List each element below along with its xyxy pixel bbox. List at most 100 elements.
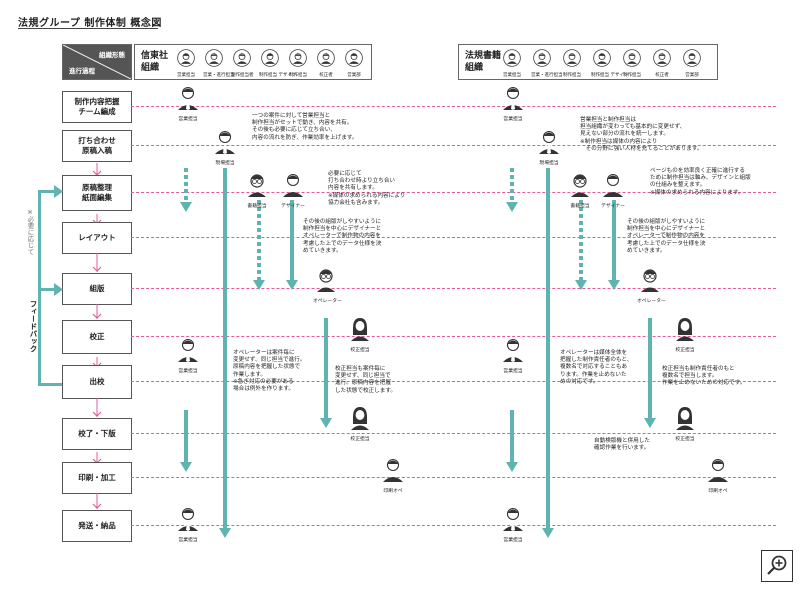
person-label: 営業担当 <box>503 538 523 543</box>
person-icon <box>347 315 373 345</box>
step-box-7: 出校 <box>62 365 132 399</box>
role-label: 校正者 <box>655 73 669 78</box>
person-operator-org2: オペレーター <box>637 266 666 304</box>
person-field-org1: 現場担当 <box>212 128 238 166</box>
person-icon <box>672 315 698 345</box>
person-icon <box>343 49 365 71</box>
step-arrow-1 <box>92 122 104 137</box>
feedback-arrow-top <box>38 190 56 193</box>
note-org1-operator: オペレーターは案件毎に 変更せず、同じ担当で進行。 原稿内容を把握した状態で 作… <box>233 350 306 393</box>
person-icon <box>561 49 583 71</box>
person-icon <box>500 336 526 366</box>
org1-label-line1: 信東社 <box>141 51 169 61</box>
feedback-bracket-bottom <box>38 383 62 386</box>
person-icon <box>212 128 238 158</box>
person-label: 印刷オペ <box>383 489 403 494</box>
step-arrow-7 <box>92 398 104 417</box>
feedback-label: フィードバック <box>29 300 38 353</box>
role-label: 営業・進行担当 <box>531 73 563 78</box>
step-arrow-5 <box>92 304 104 319</box>
note-org2-team: 営業担当と制作担当は 担当組織が変わっても基本的に変更せず、 見えない部分の流れ… <box>580 117 703 152</box>
person-icon <box>591 49 613 71</box>
note-org1-layout: その後の組版がしやすいように 制作担当を中心にデザイナーと オペレーターで制作物… <box>303 219 382 254</box>
step-label-line2: 原稿入稿 <box>82 146 112 155</box>
note-org2-editing: ページものを効率良く正確に進行する ために制作担当は軸み、デザインと組版 の仕組… <box>650 168 751 196</box>
row-guide-6 <box>131 336 776 337</box>
person-icon <box>259 49 281 71</box>
page-title: 法規グループ 制作体制 概念図 <box>18 18 162 29</box>
person-print-org1: 印刷オペ <box>380 456 406 494</box>
person-label: 校正担当 <box>350 437 370 442</box>
person-label: 校正担当 <box>675 348 695 353</box>
person-icon <box>672 404 698 434</box>
org2-role-3: 制作担当 <box>561 49 583 78</box>
person-designer-org2: デザイナー <box>600 171 626 209</box>
org1-role-7: 営業部 <box>343 49 365 78</box>
person-icon <box>500 505 526 535</box>
row-guide-8 <box>131 433 776 434</box>
step-label-line1: 打ち合わせ <box>78 136 116 145</box>
person-print-org2: 印刷オペ <box>705 456 731 494</box>
step-label-line2: チーム編成 <box>78 107 116 116</box>
step-box-8: 校了・下版 <box>62 418 132 450</box>
person-icon <box>531 49 553 71</box>
org1-header: 信東社 組織 営業担当 営業・進行担当 制作担当者 制作担当 デザイン 制作担当… <box>134 44 372 80</box>
role-label: 制作担当者 <box>231 73 254 78</box>
org2-role-7: 営業部 <box>681 49 703 78</box>
person-label: 営業担当 <box>178 369 198 374</box>
person-icon <box>567 171 593 201</box>
person-label: 印刷オペ <box>708 489 728 494</box>
person-icon <box>621 49 643 71</box>
row-guide-3 <box>131 192 776 193</box>
note-org2-operator: オペレーターは媒体全体を 把握した制作責任者のもと、 複数名で対応することもあ … <box>560 350 633 385</box>
person-proof-org2-b: 校正担当 <box>672 404 698 442</box>
corner-top-label: 組織形態 <box>99 51 125 59</box>
org1-label: 信東社 組織 <box>141 50 168 74</box>
role-label: 営業部 <box>347 73 361 78</box>
person-label: 営業担当 <box>178 117 198 122</box>
feedback-arrowhead-mid <box>54 283 63 296</box>
person-icon <box>600 171 626 201</box>
row-guide-1 <box>131 106 776 107</box>
step-box-9: 印刷・加工 <box>62 462 132 494</box>
row-guide-10 <box>131 525 776 526</box>
step-label-line1: 発送・納品 <box>78 521 116 530</box>
org2-role-5: 制作担当 <box>621 49 643 78</box>
person-label: 現場担当 <box>215 161 235 166</box>
person-sales-org2-c: 営業担当 <box>500 505 526 543</box>
org2-role-2: 営業・進行担当 <box>531 49 563 78</box>
step-box-5: 組版 <box>62 273 132 305</box>
org1-role-4: 制作担当 デザイン <box>259 49 296 78</box>
step-arrow-3 <box>92 210 104 225</box>
flow-field-org2 <box>546 168 550 528</box>
role-label: 営業担当 <box>503 73 521 78</box>
person-label: 営業担当 <box>178 538 198 543</box>
org2-label: 法規書籍 組織 <box>465 50 501 74</box>
flow-operator-org1 <box>324 318 328 418</box>
person-operator-org1: オペレーター <box>313 266 342 304</box>
role-label: 制作担当 デザイン <box>591 73 629 78</box>
step-label-line1: 制作内容把握 <box>74 97 120 106</box>
person-icon <box>280 171 306 201</box>
flow-designer-org2 <box>612 200 616 280</box>
step-label-line1: 校了・下版 <box>78 429 116 438</box>
role-label: 制作担当 <box>289 73 307 78</box>
person-icon <box>244 171 270 201</box>
org2-label-line1: 法規書籍 <box>465 51 502 61</box>
person-icon <box>203 49 225 71</box>
person-editor-org2: 書籍担当 <box>567 171 593 209</box>
org1-label-line2: 組織 <box>141 63 160 73</box>
role-label: 校正者 <box>319 73 333 78</box>
person-editor-org1: 書籍担当 <box>244 171 270 209</box>
person-label: オペレーター <box>313 299 342 304</box>
person-icon <box>536 128 562 158</box>
role-label: 営業・進行担当 <box>203 73 235 78</box>
role-label: 制作担当 <box>563 73 581 78</box>
role-label: 制作担当 <box>623 73 641 78</box>
step-label-line1: 組版 <box>89 284 105 293</box>
row-guide-5 <box>131 288 776 289</box>
step-arrow-8 <box>92 449 104 464</box>
zoom-button[interactable] <box>761 550 793 582</box>
person-icon <box>347 404 373 434</box>
note-org2-check: 自動検版機と併用した 確認作業を行います。 <box>594 438 650 452</box>
